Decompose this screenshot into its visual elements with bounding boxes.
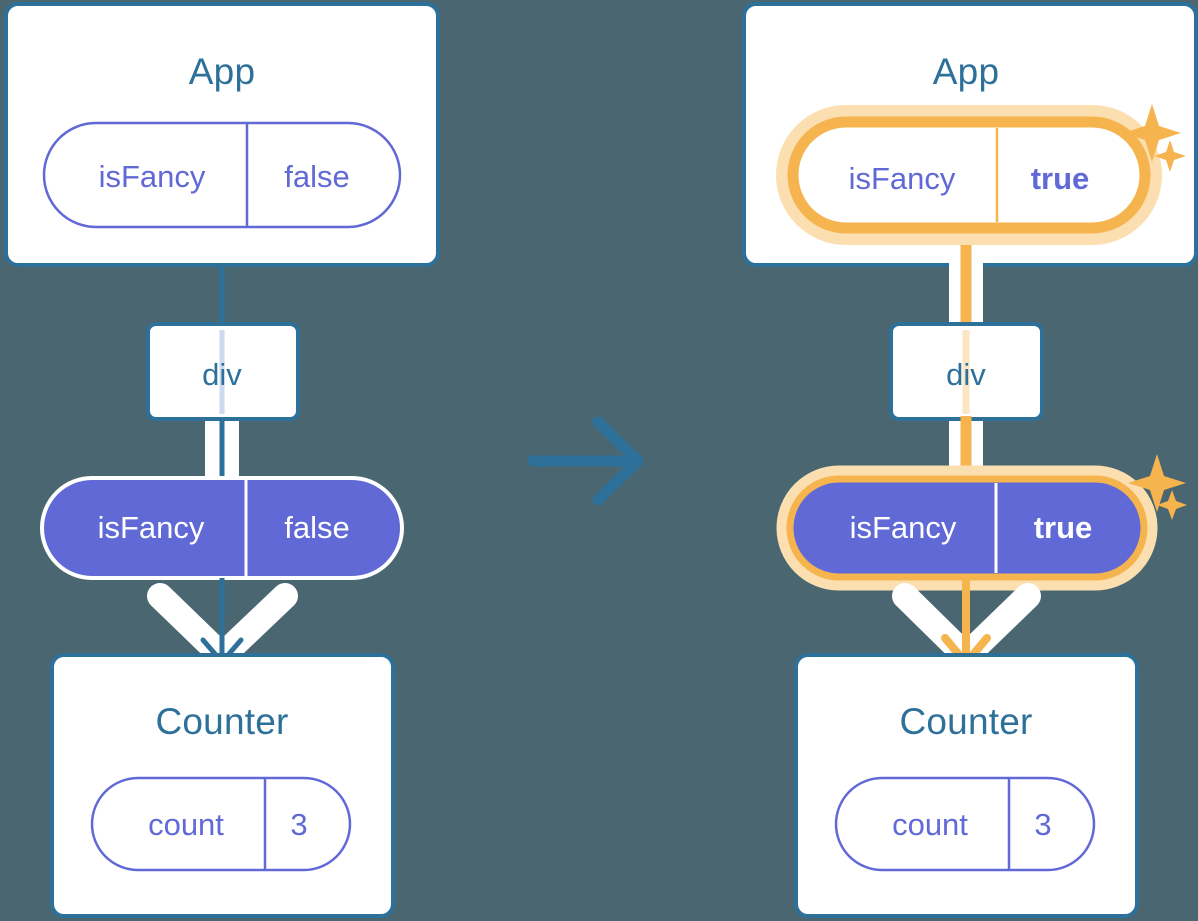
after-counter-box	[794, 653, 1139, 918]
